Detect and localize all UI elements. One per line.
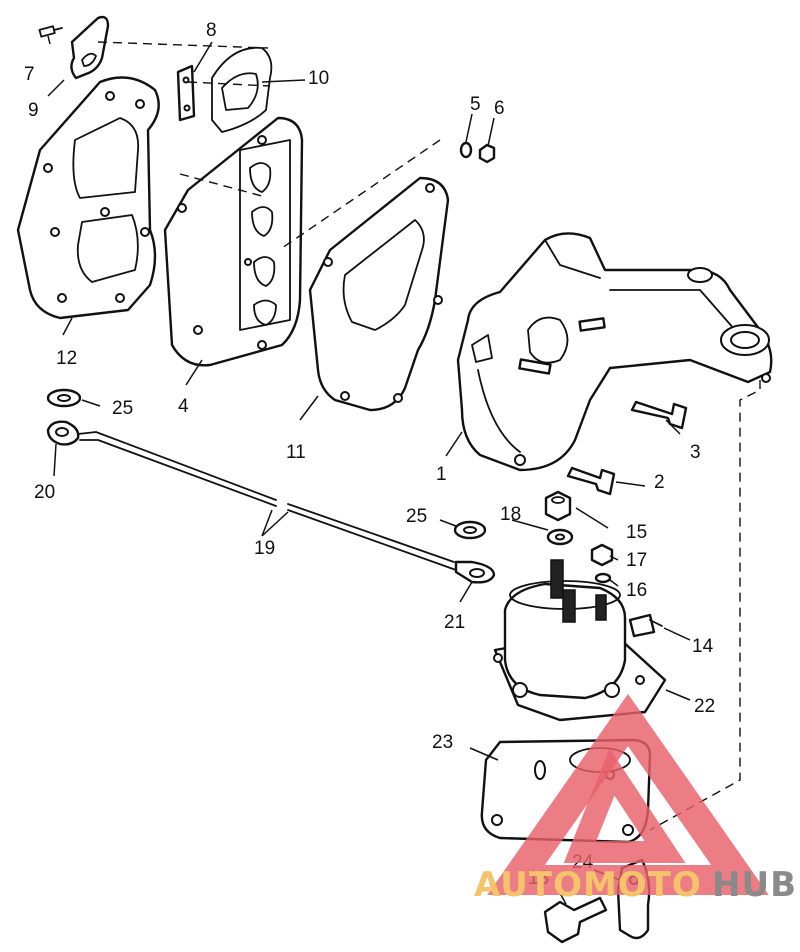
part-10-gasket bbox=[211, 46, 273, 133]
part-15-nut bbox=[544, 490, 572, 522]
part-8-strip bbox=[176, 64, 196, 122]
callout-17: 17 bbox=[626, 550, 647, 571]
part-21-cable-end bbox=[454, 560, 496, 584]
part-20-cable-end bbox=[46, 420, 80, 446]
callout-18: 18 bbox=[500, 504, 521, 525]
callout-16: 16 bbox=[626, 580, 647, 601]
watermark-logo: AUTOMOTO HUB bbox=[474, 693, 797, 905]
watermark-triangle-outer bbox=[487, 693, 769, 895]
part-25-washer-top bbox=[46, 388, 82, 408]
part-6-nut bbox=[478, 143, 496, 164]
part-12-gasket bbox=[16, 76, 160, 320]
callout-7: 7 bbox=[24, 64, 35, 85]
callout-2: 2 bbox=[654, 472, 665, 493]
callout-3: 3 bbox=[690, 442, 701, 463]
callout-10: 10 bbox=[308, 68, 329, 89]
watermark-brand-part1: AUTOMOTO bbox=[474, 865, 702, 905]
callout-8: 8 bbox=[206, 20, 217, 41]
part-14-screw bbox=[628, 613, 663, 638]
part-1-housing bbox=[456, 232, 773, 472]
part-5-washer bbox=[459, 141, 473, 159]
callout-14: 14 bbox=[692, 636, 714, 657]
callout-21: 21 bbox=[444, 612, 465, 633]
callout-9: 9 bbox=[28, 100, 39, 121]
part-25-washer-bottom bbox=[453, 520, 487, 540]
callout-5: 5 bbox=[470, 94, 481, 115]
part-16-washer bbox=[594, 572, 612, 584]
callout-6: 6 bbox=[494, 98, 505, 119]
callout-labels: 1 2 3 4 5 6 7 8 9 10 11 12 13 14 15 16 1… bbox=[24, 20, 715, 889]
callout-12: 12 bbox=[56, 348, 77, 369]
part-13-bolt bbox=[543, 896, 608, 944]
watermark-brand-part2: HUB bbox=[712, 865, 797, 905]
callout-25-top: 25 bbox=[112, 398, 133, 419]
part-2-bolt bbox=[566, 466, 616, 496]
part-3-bolt bbox=[630, 400, 688, 430]
part-11-gasket bbox=[308, 176, 450, 412]
callout-19: 19 bbox=[254, 538, 275, 559]
callout-1: 1 bbox=[436, 464, 447, 485]
assembly-dashed-lines bbox=[97, 41, 761, 831]
part-17-nut bbox=[590, 543, 614, 567]
part-4-cover-plate bbox=[163, 116, 304, 367]
housing-stud-right bbox=[578, 317, 606, 332]
callout-23: 23 bbox=[432, 732, 453, 753]
callout-15: 15 bbox=[626, 522, 647, 543]
callout-22: 22 bbox=[694, 696, 715, 717]
callout-25-bottom: 25 bbox=[406, 506, 427, 527]
part-18-lock-washer bbox=[546, 528, 574, 546]
part-9-plate bbox=[70, 15, 110, 80]
part-7-screw bbox=[38, 25, 63, 38]
part-22-solenoid bbox=[493, 559, 667, 722]
callout-20: 20 bbox=[34, 482, 55, 503]
callout-4: 4 bbox=[178, 396, 189, 417]
leader-lines bbox=[47, 35, 691, 905]
callout-11: 11 bbox=[286, 442, 306, 463]
housing-stud-left bbox=[518, 358, 552, 375]
watermark-triangle-inner bbox=[563, 748, 686, 863]
part-19-cable bbox=[77, 431, 457, 571]
